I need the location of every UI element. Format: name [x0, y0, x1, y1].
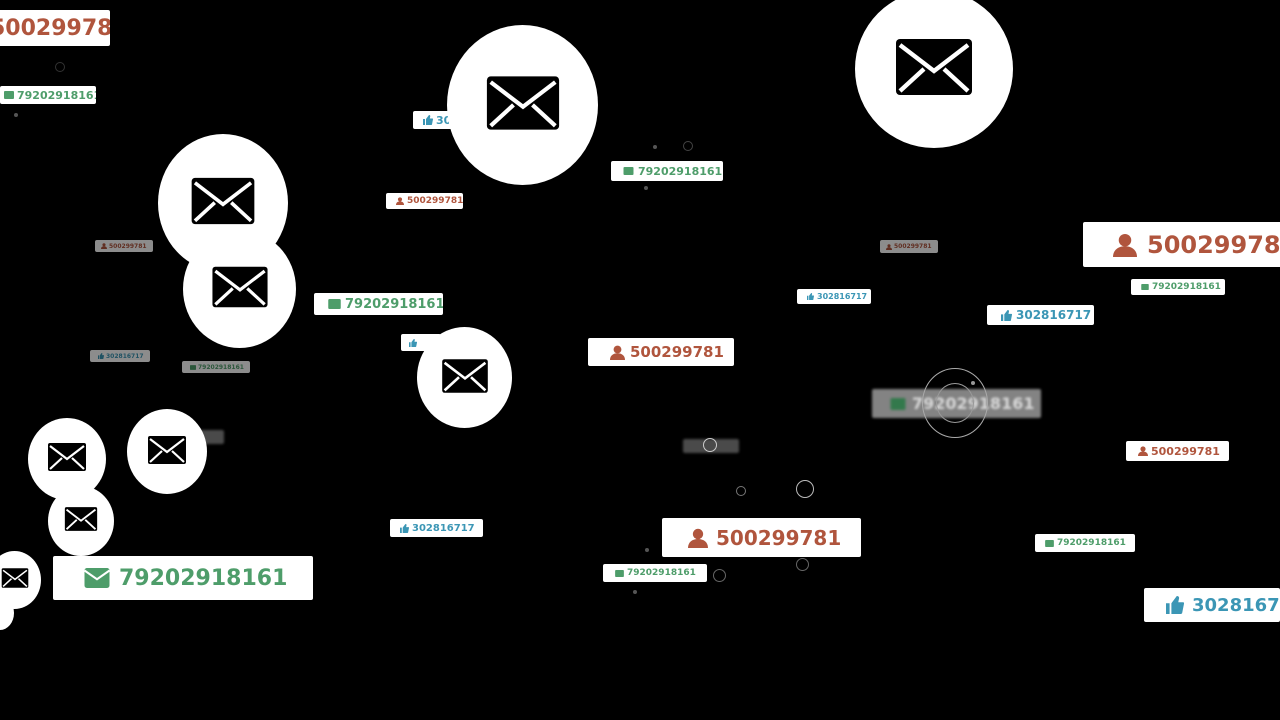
envelope-icon [890, 397, 906, 410]
envelope-icon [328, 299, 341, 309]
message-count-text: 79202918161 [345, 296, 443, 312]
decorative-ring [703, 438, 717, 452]
message-count-text: 79202918161 [198, 363, 244, 371]
envelope-icon [83, 568, 111, 588]
follower-count-tag: 500299781 [95, 240, 153, 252]
decorative-ring [936, 383, 974, 423]
like-count-tag: 302816717 [987, 305, 1094, 325]
message-bubble [447, 25, 598, 185]
envelope-icon [1, 567, 29, 593]
message-bubble [28, 418, 106, 500]
message-count-tag: 79202918161 [0, 86, 96, 104]
like-count-text: 302816717 [817, 292, 868, 301]
follower-count-text: 500299781 [407, 196, 463, 206]
message-bubble [0, 596, 14, 630]
envelope-icon [4, 91, 14, 99]
thumbs-up-icon [1001, 309, 1012, 321]
message-bubble [417, 327, 512, 428]
envelope-icon [47, 442, 87, 476]
follower-count-tag: 500299781 [386, 193, 463, 209]
decorative-ring [683, 141, 693, 151]
envelope-icon [190, 175, 256, 231]
message-count-tag: 79202918161 [1131, 279, 1225, 295]
like-count-tag: 302816717 [90, 350, 150, 362]
message-bubble [48, 486, 114, 556]
message-count-tag: 79202918161 [1035, 534, 1135, 552]
like-count-text: 302816717 [1192, 594, 1280, 616]
thumbs-up-icon [400, 523, 409, 533]
decorative-dot [653, 145, 657, 149]
decorative-ring [713, 569, 726, 582]
message-count-text: 79202918161 [638, 164, 723, 178]
decorative-dot [14, 113, 18, 117]
envelope-icon [894, 36, 974, 102]
person-icon [1138, 446, 1148, 456]
envelope-icon [485, 73, 561, 137]
message-count-text: 79202918161 [17, 88, 96, 102]
message-count-tag: 79202918161 [611, 161, 723, 181]
follower-count-text: 500299781 [1147, 230, 1280, 259]
like-count-text: 302816717 [412, 522, 475, 534]
like-count-tag: 302816717 [390, 519, 483, 537]
envelope-icon [1141, 284, 1149, 290]
decorative-dot [644, 186, 648, 190]
follower-count-tag: 500299781 [1083, 222, 1280, 267]
envelope-icon [147, 434, 187, 470]
decorative-ring [736, 486, 746, 496]
envelope-icon [623, 167, 634, 175]
person-icon [886, 243, 892, 250]
person-icon [101, 243, 107, 249]
message-count-text: 79202918161 [119, 565, 288, 591]
follower-count-text: 500299781 [1151, 444, 1220, 458]
envelope-icon [211, 265, 269, 313]
message-count-tag: 79202918161 [53, 556, 313, 600]
person-icon [610, 345, 625, 360]
envelope-icon [190, 364, 196, 370]
follower-count-text: 500299781 [630, 343, 724, 361]
person-icon [396, 197, 404, 205]
follower-count-tag: 500299781 [1126, 441, 1229, 461]
follower-count-text: 500299781 [109, 242, 147, 250]
person-icon [688, 528, 708, 548]
message-count-tag: 79202918161 [603, 564, 707, 582]
thumbs-up-icon [98, 353, 104, 359]
decorative-ring [796, 480, 814, 498]
message-count-text: 79202918161 [1057, 538, 1126, 548]
like-count-text: 302816717 [1016, 308, 1092, 322]
like-count-text: 302816717 [106, 352, 144, 360]
follower-count-tag: 500299781 [662, 518, 861, 557]
follower-count-text: 500299781 [894, 243, 932, 250]
decorative-ring [796, 558, 809, 571]
follower-count-tag: 500299781 [880, 240, 938, 253]
message-bubble [0, 551, 41, 609]
message-count-tag: 79202918161 [314, 293, 443, 315]
thumbs-up-icon [423, 115, 433, 125]
thumbs-up-icon [409, 338, 417, 347]
decorative-ring [55, 62, 65, 72]
follower-count-tag: 500299781 [588, 338, 734, 366]
like-count-tag: 302816717 [1144, 588, 1280, 622]
message-bubble [183, 230, 296, 348]
envelope-icon [615, 569, 624, 577]
decorative-dot [633, 590, 637, 594]
decorative-dot [971, 381, 975, 385]
thumbs-up-icon [1166, 596, 1184, 614]
envelope-icon [1045, 539, 1054, 547]
follower-count-text: 500299781 [0, 15, 110, 41]
message-count-text: 79202918161 [627, 568, 696, 578]
like-count-tag: 302816717 [797, 289, 871, 304]
follower-count-tag: 500299781 [0, 10, 110, 46]
message-bubble [127, 409, 207, 494]
envelope-icon [441, 357, 489, 399]
decorative-ring [922, 368, 988, 438]
person-icon [1113, 233, 1137, 257]
decorative-dot [645, 548, 649, 552]
thumbs-up-icon [807, 293, 814, 300]
message-count-tag: 79202918161 [182, 361, 250, 373]
envelope-icon [64, 506, 98, 536]
message-count-text: 79202918161 [1152, 282, 1221, 292]
follower-count-text: 500299781 [716, 525, 842, 550]
message-bubble [855, 0, 1013, 148]
